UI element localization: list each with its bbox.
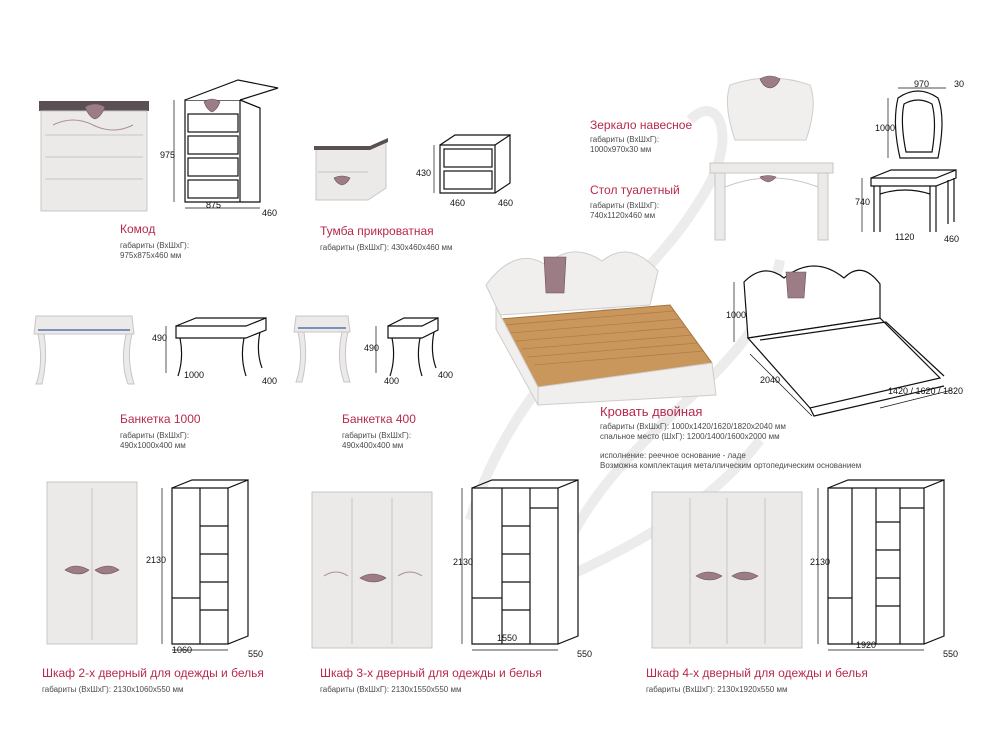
shkaf4-dim-width: 1920 [856, 640, 877, 650]
stol-dim-depth: 460 [944, 234, 960, 244]
bank400-spec: габариты (ВхШхГ): 490х400х400 мм [342, 431, 412, 450]
tumba-photo [314, 138, 388, 201]
shkaf3-dim-width: 1550 [497, 633, 518, 643]
tumba-dim-width: 460 [450, 198, 466, 208]
shkaf3-spec: габариты (ВхШхГ): 2130х1550х550 мм [320, 685, 462, 694]
shkaf3-drawing [461, 479, 579, 651]
stol-dim-height: 740 [855, 197, 871, 207]
komod-dim-height: 975 [160, 150, 176, 160]
shkaf4-drawing [817, 479, 945, 651]
krovat-dim-length: 2040 [760, 375, 781, 385]
stol-title: Стол туалетный [590, 183, 680, 197]
zerkalo-dim-width: 970 [914, 79, 930, 89]
stol-drawing [861, 169, 957, 232]
krovat-photo [485, 251, 717, 406]
komod-dim-depth: 460 [262, 208, 278, 218]
bank400-photo [293, 315, 351, 383]
shkaf3-dim-depth: 550 [577, 649, 593, 659]
bank1000-photo [33, 315, 135, 385]
bank400-drawing [375, 317, 439, 377]
shkaf3-title: Шкаф 3-х дверный для одежды и белья [320, 666, 542, 680]
shkaf4-photo [651, 491, 803, 649]
shkaf2-dim-height: 2130 [146, 555, 167, 565]
bank1000-title: Банкетка 1000 [120, 412, 201, 426]
komod-drawing [173, 79, 279, 209]
zerkalo-dim-height: 1000 [875, 123, 896, 133]
shkaf2-dim-width: 1060 [172, 645, 193, 655]
stol-spec: габариты (ВхШхГ): 740х1120х460 мм [590, 201, 660, 220]
krovat-title: Кровать двойная [600, 404, 703, 419]
bank400-title: Банкетка 400 [342, 412, 416, 426]
tumba-dim-depth: 460 [498, 198, 514, 208]
shkaf2-title: Шкаф 2-х дверный для одежды и белья [42, 666, 264, 680]
bank1000-dim-height: 490 [152, 333, 168, 343]
shkaf2-drawing [161, 479, 249, 651]
tumba-spec: габариты (ВхШхГ): 430х460х460 мм [320, 243, 453, 252]
shkaf4-dim-height: 2130 [810, 557, 831, 567]
bank1000-dim-depth: 400 [262, 376, 278, 386]
zerkalo-drawing [887, 87, 946, 159]
shkaf4-title: Шкаф 4-х дверный для одежды и белья [646, 666, 868, 680]
bank1000-dim-width: 1000 [184, 370, 205, 380]
bank400-dim-depth: 400 [438, 370, 454, 380]
shkaf2-photo [46, 481, 138, 645]
shkaf4-spec: габариты (ВхШхГ): 2130х1920х550 мм [646, 685, 788, 694]
shkaf3-photo [311, 491, 433, 649]
zerkalo-stol-photo [709, 75, 834, 241]
komod-spec: габариты (ВхШхГ): 975х875х460 мм [120, 241, 190, 260]
krovat-dim-height: 1000 [726, 310, 747, 320]
tumba-title: Тумба прикроватная [320, 224, 434, 238]
krovat-spec: габариты (ВхШхГ): 1000х1420/1620/1820х20… [600, 422, 786, 441]
komod-photo [39, 101, 149, 212]
zerkalo-dim-depth: 30 [954, 79, 965, 89]
krovat-dim-width: 1420 / 1620 / 1820 [888, 386, 964, 396]
tumba-dim-height: 430 [416, 168, 432, 178]
komod-dim-width: 875 [206, 200, 222, 210]
stol-dim-width: 1120 [895, 232, 915, 242]
shkaf4-dim-depth: 550 [943, 649, 959, 659]
krovat-drawing [733, 265, 953, 417]
bank1000-spec: габариты (ВхШхГ): 490х1000х400 мм [120, 431, 190, 450]
bank400-dim-height: 490 [364, 343, 380, 353]
zerkalo-title: Зеркало навесное [590, 118, 693, 132]
shkaf2-dim-depth: 550 [248, 649, 264, 659]
krovat-spec-extra: исполнение: реечное основание - ладе Воз… [600, 451, 862, 470]
bank400-dim-width: 400 [384, 376, 400, 386]
shkaf2-spec: габариты (ВхШхГ): 2130х1060х550 мм [42, 685, 184, 694]
komod-title: Комод [120, 222, 156, 236]
zerkalo-spec: габариты (ВхШхГ): 1000х970х30 мм [590, 135, 660, 154]
bank1000-drawing [165, 317, 267, 377]
shkaf3-dim-height: 2130 [453, 557, 474, 567]
tumba-drawing [433, 133, 511, 194]
